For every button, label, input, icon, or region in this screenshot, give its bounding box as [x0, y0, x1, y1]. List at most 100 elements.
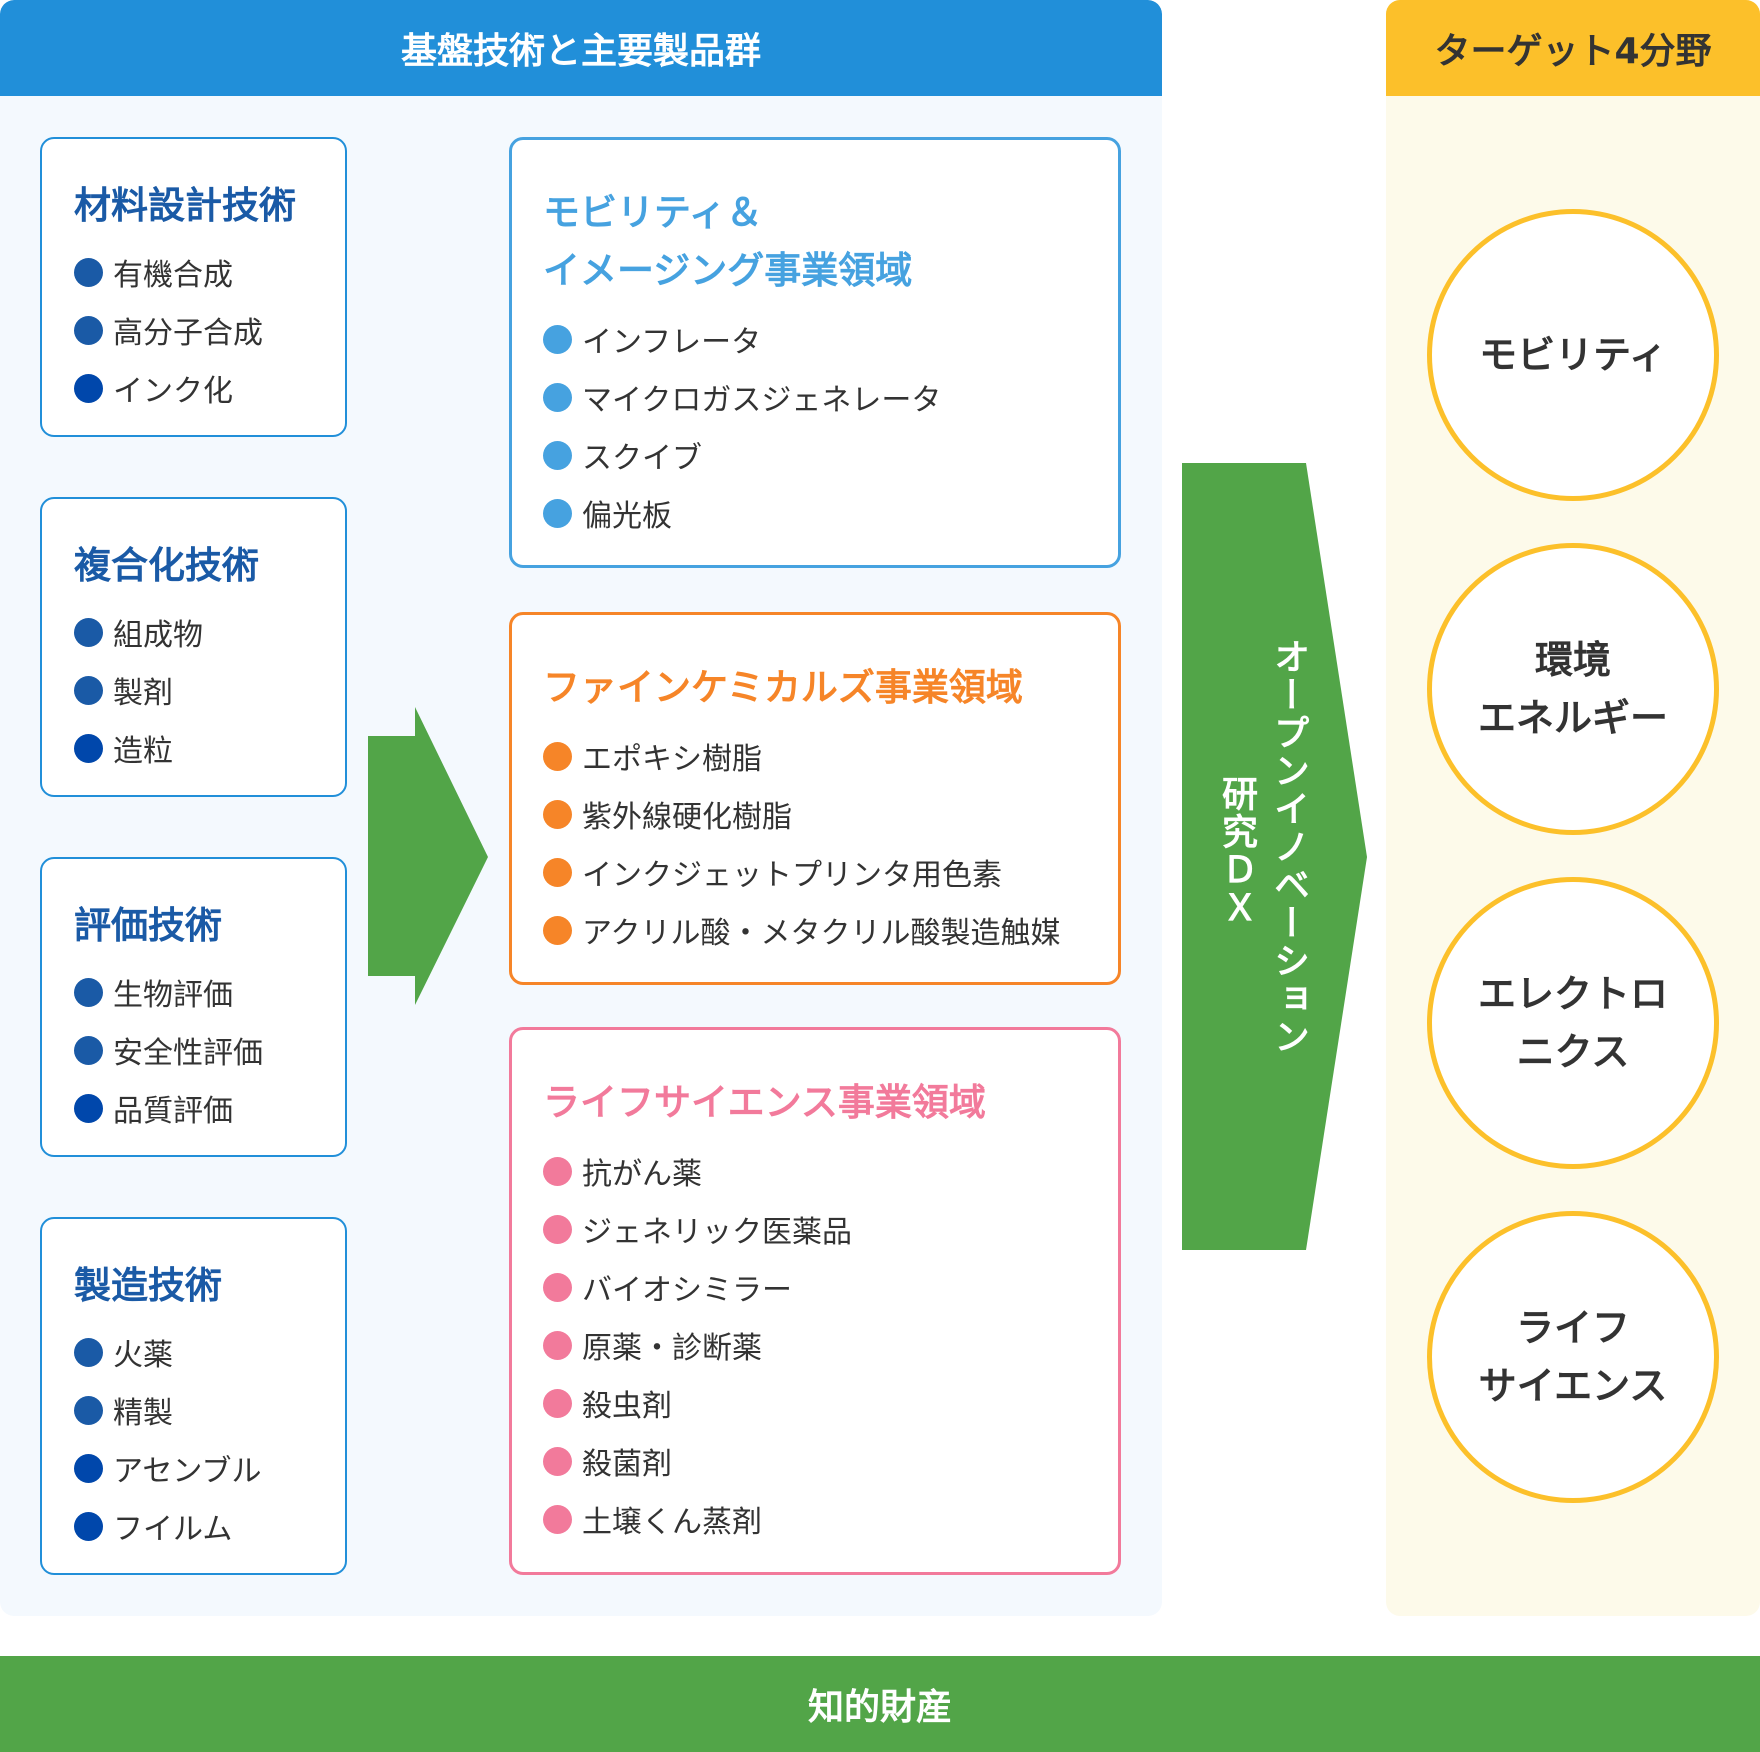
list-item: 火薬 — [74, 1323, 345, 1381]
bullet-icon — [543, 1446, 572, 1476]
item-label: 安全性評価 — [113, 1036, 263, 1071]
list-item: アクリル酸・メタクリル酸製造触媒 — [543, 901, 1118, 959]
target-label: 環境 — [1534, 638, 1611, 682]
item-label: 有機合成 — [113, 258, 233, 293]
target-label: ニクス — [1516, 1030, 1630, 1074]
title-line: ファインケミカルズ事業領域 — [543, 666, 1023, 709]
bullet-icon — [74, 257, 103, 287]
item-label: 精製 — [113, 1396, 173, 1431]
item-label: 原薬・診断薬 — [582, 1331, 762, 1366]
bullet-icon — [543, 1504, 572, 1534]
target-label: モビリティ — [1479, 333, 1667, 377]
list-item: マイクロガスジェネレータ — [543, 368, 1118, 426]
target-header: ターゲット4分野 — [1386, 0, 1760, 96]
list-item: インクジェットプリンタ用色素 — [543, 843, 1118, 901]
target-label: エレクトロ — [1477, 972, 1668, 1016]
bullet-icon — [543, 915, 572, 945]
bullet-icon — [543, 1156, 572, 1186]
item-label: 抗がん薬 — [582, 1157, 702, 1192]
list-item: 有機合成 — [74, 243, 345, 301]
title-line: イメージング事業領域 — [543, 249, 913, 292]
item-label: 殺菌剤 — [582, 1447, 672, 1482]
item-label: インク化 — [113, 374, 233, 409]
bullet-icon — [543, 440, 572, 470]
list-item: 安全性評価 — [74, 1021, 345, 1079]
list-item: 殺菌剤 — [543, 1432, 1118, 1490]
arrow-right-icon — [368, 707, 488, 1005]
bullet-icon — [543, 741, 572, 771]
bullet-icon — [543, 1272, 572, 1302]
intellectual-property-bar: 知的財産 — [0, 1656, 1760, 1752]
item-label: 製剤 — [113, 676, 173, 711]
bullet-icon — [74, 1453, 103, 1483]
bullet-icon — [74, 1511, 103, 1541]
business-domain-box: ファインケミカルズ事業領域エポキシ樹脂紫外線硬化樹脂インクジェットプリンタ用色素… — [509, 612, 1121, 985]
list-item: スクイブ — [543, 426, 1118, 484]
bullet-icon — [74, 1093, 103, 1123]
target-label: サイエンス — [1478, 1364, 1668, 1408]
bullet-icon — [543, 1330, 572, 1360]
bullet-icon — [543, 1214, 572, 1244]
item-label: 偏光板 — [582, 499, 672, 534]
bullet-icon — [543, 324, 572, 354]
item-label: 品質評価 — [113, 1094, 233, 1129]
bullet-icon — [543, 1388, 572, 1418]
item-label: 紫外線硬化樹脂 — [582, 800, 792, 835]
bullet-icon — [74, 617, 103, 647]
list-item: インク化 — [74, 359, 345, 417]
list-item: バイオシミラー — [543, 1258, 1118, 1316]
item-label: スクイブ — [582, 441, 702, 476]
business-domain-box: ライフサイエンス事業領域抗がん薬ジェネリック医薬品バイオシミラー原薬・診断薬殺虫… — [509, 1027, 1121, 1575]
title-line: ライフサイエンス事業領域 — [543, 1081, 986, 1124]
open-innovation-label: オープンイノベーション — [1268, 638, 1309, 1056]
item-label: インクジェットプリンタ用色素 — [582, 858, 1002, 893]
list-item: 製剤 — [74, 661, 345, 719]
bullet-icon — [74, 1035, 103, 1065]
list-item: 土壌くん蒸剤 — [543, 1490, 1118, 1548]
list-item: 殺虫剤 — [543, 1374, 1118, 1432]
item-label: 造粒 — [113, 734, 173, 769]
list-item: アセンブル — [74, 1439, 345, 1497]
list-item: 原薬・診断薬 — [543, 1316, 1118, 1374]
technology-title: 複合化技術 — [74, 544, 259, 587]
list-item: 品質評価 — [74, 1079, 345, 1137]
title-line: モビリティ＆ — [543, 191, 763, 234]
item-label: ジェネリック医薬品 — [582, 1215, 852, 1250]
list-item: インフレータ — [543, 310, 1118, 368]
foundation-header: 基盤技術と主要製品群 — [0, 0, 1162, 96]
bullet-icon — [74, 1337, 103, 1367]
open-innovation-arrow — [1182, 463, 1367, 1250]
item-label: 組成物 — [113, 618, 203, 653]
bullet-icon — [543, 857, 572, 887]
technology-box: 製造技術火薬精製アセンブルフイルム — [40, 1217, 347, 1575]
list-item: 抗がん薬 — [543, 1142, 1118, 1200]
bullet-icon — [74, 1395, 103, 1425]
target-circle: 環境エネルギー — [1427, 543, 1719, 835]
bullet-icon — [74, 373, 103, 403]
bullet-icon — [74, 733, 103, 763]
item-label: インフレータ — [582, 325, 762, 360]
bullet-icon — [543, 498, 572, 528]
business-domain-box: モビリティ＆ イメージング事業領域インフレータマイクロガスジェネレータスクイブ偏光… — [509, 137, 1121, 568]
technology-title: 評価技術 — [74, 904, 222, 947]
item-label: 火薬 — [113, 1338, 173, 1373]
target-label: エネルギー — [1477, 696, 1668, 740]
item-label: エポキシ樹脂 — [582, 742, 762, 777]
list-item: 紫外線硬化樹脂 — [543, 785, 1118, 843]
target-circle: モビリティ — [1427, 209, 1719, 501]
item-label: アセンブル — [113, 1454, 262, 1489]
technology-title: 製造技術 — [74, 1264, 222, 1307]
target-circle: エレクトロニクス — [1427, 877, 1719, 1169]
research-dx-label: 研究ＤＸ — [1216, 775, 1257, 927]
bullet-icon — [74, 977, 103, 1007]
list-item: 精製 — [74, 1381, 345, 1439]
technology-title: 材料設計技術 — [74, 184, 296, 227]
domain-title: ファインケミカルズ事業領域 — [543, 659, 1118, 717]
item-label: バイオシミラー — [582, 1273, 792, 1308]
item-label: フイルム — [113, 1512, 233, 1547]
item-label: アクリル酸・メタクリル酸製造触媒 — [582, 916, 1061, 951]
target-label: ライフ — [1515, 1306, 1630, 1350]
bullet-icon — [74, 315, 103, 345]
list-item: エポキシ樹脂 — [543, 727, 1118, 785]
item-label: 高分子合成 — [113, 316, 263, 351]
